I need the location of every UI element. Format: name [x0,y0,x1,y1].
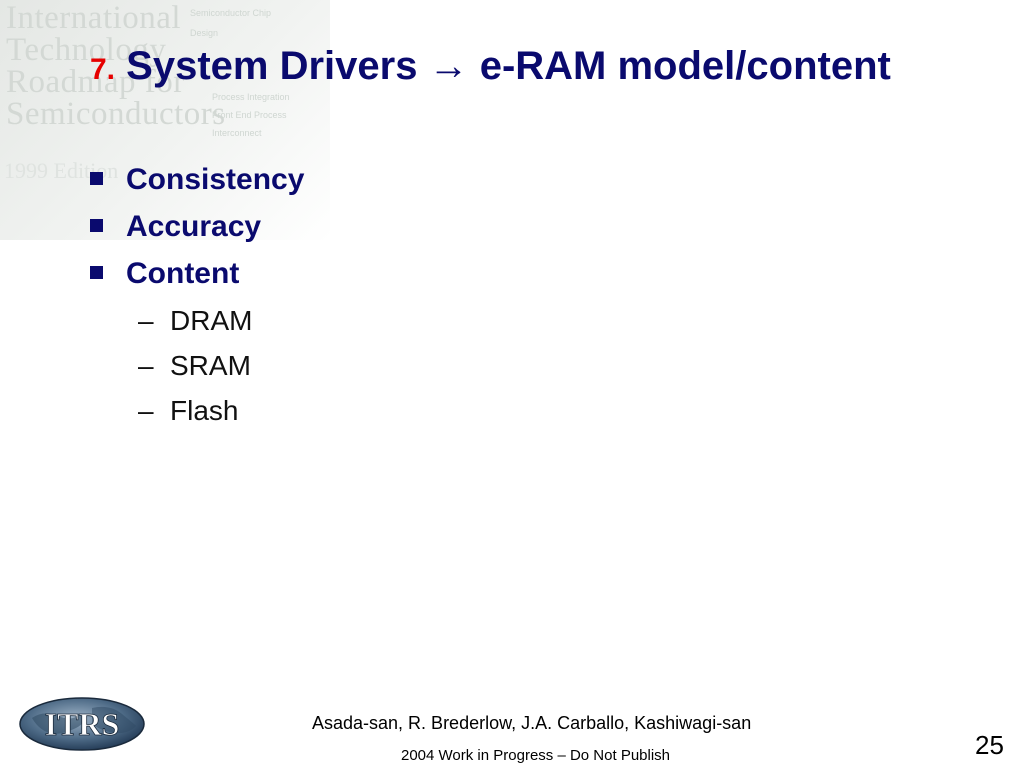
slide-title: 7. System Drivers → e-RAM model/content [90,40,891,96]
square-bullet-icon [90,172,103,185]
watermark-small-line: Design [190,28,219,38]
watermark-line: Semiconductors [6,96,226,132]
watermark-line: International [6,0,182,36]
bullet-label: Accuracy [126,210,262,243]
slide-title-text: System Drivers [126,44,418,88]
itrs-watermark: International Technology Roadmap for Sem… [0,0,330,240]
watermark-line: Roadmap for [6,64,185,100]
bullet-label: Consistency [126,163,305,196]
slide-title-rest: e-RAM model/content [479,44,891,88]
square-bullet-icon [90,219,103,232]
watermark-small-line: Process Integration [212,92,290,102]
arrow-icon: → [428,44,469,88]
watermark-small-line: Semiconductor Chip [190,8,272,18]
square-bullet-icon [90,266,103,279]
watermark-line: Technology [6,32,167,68]
sub-bullet-label: DRAM [170,305,253,336]
itrs-logo: ITRS [19,697,145,751]
dash-bullet-icon: – [138,350,154,381]
logo-text: ITRS [45,706,120,742]
dash-bullet-icon: – [138,395,154,426]
sub-bullet-label: SRAM [170,350,251,381]
dash-bullet-icon: – [138,305,154,336]
sub-bullet-label: Flash [170,395,239,426]
watermark-small-line: Interconnect [212,128,262,138]
slide-footer-notice: 2004 Work in Progress – Do Not Publish [401,747,671,764]
slide-section-number: 7. [90,53,116,86]
watermark-small-line: Front End Process [212,110,287,120]
page-number: 25 [975,730,1004,760]
slide-credits: Asada-san, R. Brederlow, J.A. Carballo, … [312,713,752,733]
bullet-label: Content [126,257,240,290]
